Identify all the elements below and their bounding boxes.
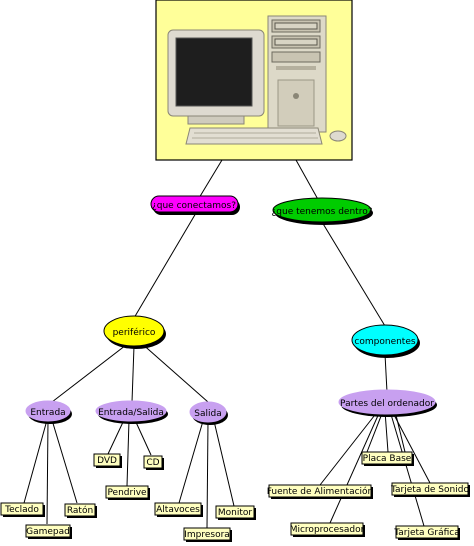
q-inside-label: ¿que tenemos dentro? xyxy=(272,207,373,217)
edge-partes-sonido2 xyxy=(394,410,406,453)
leaf-gamepad: Gamepad xyxy=(25,524,72,539)
leaf-teclado: Teclado xyxy=(0,502,45,517)
edge-es-pendrive xyxy=(126,419,130,487)
node-entrada: Entrada xyxy=(25,400,72,424)
node-componentes: componentes xyxy=(351,324,420,358)
placa-base-label: Placa Base xyxy=(363,454,412,464)
periferico-label: periférico xyxy=(113,327,156,338)
edge-image-qinside xyxy=(295,159,321,204)
edge-qinside-componentes xyxy=(321,221,386,327)
raton-label: Ratón xyxy=(67,505,93,516)
tarjeta-grafica-label: Tarjeta Gráfica xyxy=(393,528,460,538)
impresora-label: Impresora xyxy=(184,530,230,540)
edge-periferico-salida xyxy=(139,341,209,403)
leaf-altavoces: Altavoces xyxy=(154,502,203,517)
edge-partes-placa xyxy=(384,410,389,453)
edge-es-dvd xyxy=(107,419,125,455)
leaf-raton: Ratón xyxy=(64,503,97,518)
edge-salida-monitor xyxy=(213,420,235,507)
microprocesador-label: Microprocesador xyxy=(290,525,365,535)
edge-salida-altavoces xyxy=(178,420,204,504)
monitor-label: Monitor xyxy=(218,508,253,518)
cd-label: CD xyxy=(146,458,159,468)
leaf-placa-base: Placa Base xyxy=(361,451,414,466)
edge-entrada-raton xyxy=(51,419,78,504)
node-partes: Partes del ordenador xyxy=(338,389,437,417)
partes-label: Partes del ordenador xyxy=(340,399,434,409)
dvd-label: DVD xyxy=(97,456,117,466)
node-periferico: periférico xyxy=(103,315,166,349)
q-connect-label: ¿que conectamos? xyxy=(152,201,236,211)
edge-partes-placa2 xyxy=(366,410,384,453)
entrada-label: Entrada xyxy=(30,408,65,418)
leaf-tarjeta-grafica: Tarjeta Gráfica xyxy=(393,525,460,540)
leaf-pendrive: Pendrive xyxy=(105,485,150,500)
altavoces-label: Altavoces xyxy=(156,505,200,515)
leaf-cd: CD xyxy=(143,455,164,470)
pendrive-label: Pendrive xyxy=(107,488,147,498)
leaf-microprocesador: Microprocesador xyxy=(290,522,365,537)
leaf-monitor: Monitor xyxy=(215,505,256,520)
edge-salida-impresora xyxy=(206,420,209,529)
edge-es-cd xyxy=(134,419,152,456)
entrada-salida-label: Entrada/Salida xyxy=(98,408,164,418)
node-q-connect: ¿que conectamos? xyxy=(150,195,240,215)
gamepad-label: Gamepad xyxy=(26,527,70,537)
leaf-fuente: Fuente de Alimentación xyxy=(267,484,374,499)
salida-label: Salida xyxy=(194,409,221,419)
edge-entrada-teclado xyxy=(23,419,48,504)
edge-partes-grafica xyxy=(389,410,425,527)
edge-partes-micro xyxy=(329,410,381,524)
node-salida: Salida xyxy=(189,401,228,425)
edges xyxy=(23,159,431,529)
node-entrada-salida: Entrada/Salida xyxy=(95,400,168,424)
leaf-impresora: Impresora xyxy=(183,527,232,542)
edge-periferico-entrada xyxy=(51,341,131,403)
edge-periferico-entradasalida xyxy=(131,345,135,403)
edge-entrada-gamepad xyxy=(46,419,49,525)
fuente-label: Fuente de Alimentación xyxy=(267,486,374,497)
node-q-inside: ¿que tenemos dentro? xyxy=(272,197,373,225)
desktop-computer-icon xyxy=(167,15,347,145)
edge-componentes-partes xyxy=(384,353,388,393)
edge-qconnect-periferico xyxy=(133,212,197,319)
tarjeta-sonido-label: Tarjeta de Sonido xyxy=(390,485,469,495)
leaf-dvd: DVD xyxy=(93,453,122,468)
teclado-label: Teclado xyxy=(4,505,39,515)
componentes-label: componentes xyxy=(354,337,415,347)
edge-partes-fuente xyxy=(319,410,379,486)
computer-image xyxy=(155,0,353,161)
leaf-tarjeta-sonido: Tarjeta de Sonido xyxy=(390,482,470,497)
